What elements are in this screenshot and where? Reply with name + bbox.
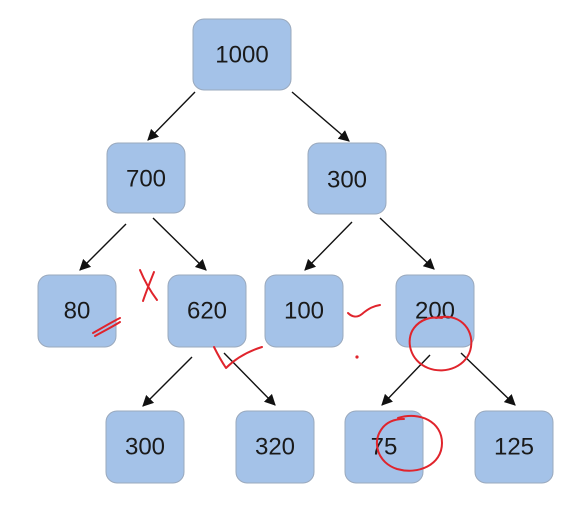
node-box: [264, 274, 344, 348]
circle-annotation: [408, 315, 473, 372]
tree-node: 320: [235, 410, 315, 484]
node-label: 700: [126, 166, 166, 193]
node-box: [395, 274, 475, 348]
edge-620-300: [142, 356, 193, 407]
edge-700-620: [152, 217, 207, 271]
node-label: 75: [371, 434, 398, 461]
circle-annotation: [376, 414, 443, 472]
tree-node: 80: [37, 274, 117, 348]
dot-annotation: [355, 355, 359, 359]
edge-200-125: [460, 352, 516, 406]
node-label: 620: [187, 298, 227, 325]
node-label: 1000: [215, 42, 268, 69]
node-label: 300: [327, 167, 367, 194]
node-box: [307, 142, 387, 215]
nodes-layer: 1000 700 300 80 620 100 200 300: [37, 18, 554, 484]
tree-node: 700: [106, 142, 186, 214]
node-label: 100: [284, 298, 324, 325]
check-mark-annotation: [347, 304, 381, 318]
node-label: 125: [494, 434, 534, 461]
tree-node: 1000: [192, 18, 292, 91]
node-label: 80: [64, 298, 91, 325]
node-label: 300: [125, 434, 165, 461]
tree-node: 300: [307, 142, 387, 215]
tree-node: 75: [344, 410, 424, 484]
node-label: 320: [255, 434, 295, 461]
node-box: [344, 410, 424, 484]
tree-node: 200: [395, 274, 475, 348]
node-box: [235, 410, 315, 484]
check-mark-annotation: [213, 346, 263, 369]
squiggle-annotation: [92, 317, 121, 337]
tree-node: 125: [474, 410, 554, 484]
tree-node: 300: [105, 410, 185, 484]
edge-300-100: [304, 221, 353, 271]
edges-layer: [79, 91, 516, 407]
node-box: [105, 410, 185, 484]
node-box: [37, 274, 117, 348]
edge-1000-300: [291, 91, 350, 142]
edge-1000-700: [147, 91, 196, 141]
node-box: [192, 18, 292, 91]
edge-300-200: [379, 217, 435, 270]
edge-620-320: [223, 352, 276, 406]
tree-node: 620: [167, 274, 247, 348]
tree-node: 100: [264, 274, 344, 348]
cross-mark-annotation: [139, 269, 158, 302]
node-box: [474, 410, 554, 484]
annotations-layer: [92, 269, 473, 472]
node-box: [106, 142, 186, 214]
node-box: [167, 274, 247, 348]
edge-700-80: [79, 223, 127, 271]
edge-200-75: [381, 354, 431, 406]
